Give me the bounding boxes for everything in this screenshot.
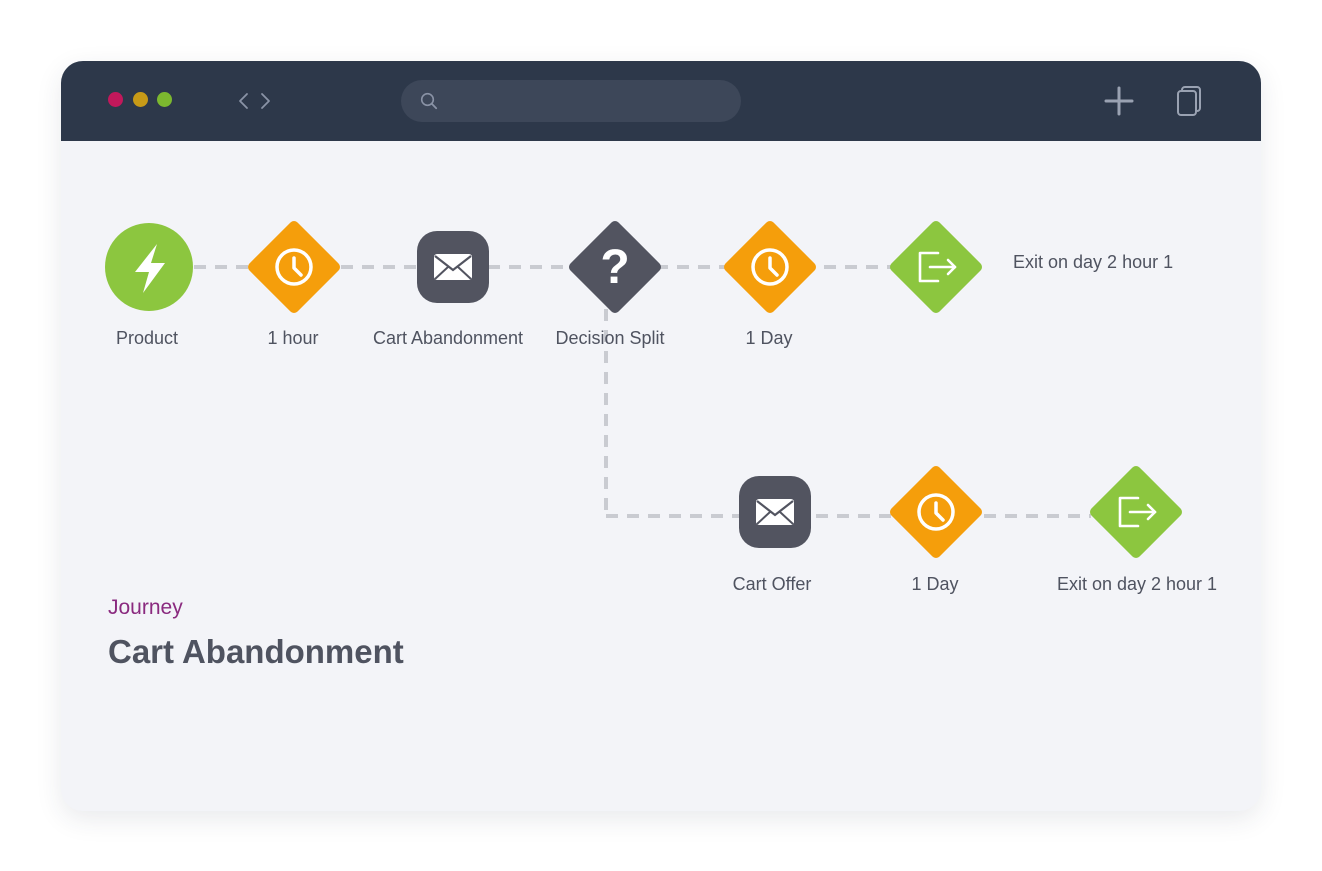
exit-icon (1118, 496, 1157, 528)
node-label-wait-1-day: 1 Day (745, 328, 793, 348)
window-close-button[interactable] (108, 92, 123, 107)
journey-kicker: Journey (108, 596, 183, 619)
search-bar[interactable] (401, 80, 741, 122)
trigger-node[interactable] (105, 223, 193, 311)
wait-node[interactable] (722, 219, 818, 315)
email-node[interactable] (417, 231, 489, 303)
clock-icon (917, 493, 955, 531)
envelope-icon (756, 499, 794, 525)
node-label-wait-1-hour: 1 hour (267, 328, 319, 348)
search-input[interactable] (447, 88, 721, 116)
question-icon: ? (600, 241, 629, 294)
copy-icon[interactable] (1171, 83, 1207, 119)
window-maximize-button[interactable] (157, 92, 172, 107)
search-icon (419, 91, 439, 111)
lightning-icon (135, 244, 165, 293)
chevron-right-icon[interactable] (256, 91, 274, 111)
journey-flow-diagram: ? (105, 219, 1184, 560)
decision-node[interactable]: ? (567, 219, 663, 315)
chevron-left-icon[interactable] (235, 91, 253, 111)
envelope-icon (434, 254, 472, 280)
node-label-cart-abandonment: Cart Abandonment (372, 328, 524, 348)
node-label-cart-offer: Cart Offer (732, 574, 812, 594)
wait-node[interactable] (246, 219, 342, 315)
node-label-branch-exit: Exit on day 2 hour 1 (1056, 574, 1218, 594)
browser-window: ? (61, 61, 1261, 811)
exit-node[interactable] (1088, 464, 1184, 560)
node-label-decision-split: Decision Split (555, 328, 665, 348)
title-bar (61, 61, 1261, 141)
node-label-branch-wait-1-day: 1 Day (911, 574, 959, 594)
clock-icon (275, 248, 313, 286)
window-minimize-button[interactable] (133, 92, 148, 107)
exit-icon (918, 251, 957, 283)
email-node[interactable] (739, 476, 811, 548)
journey-canvas: ? (61, 141, 1261, 811)
wait-node[interactable] (888, 464, 984, 560)
node-label-exit: Exit on day 2 hour 1 (1013, 252, 1174, 272)
journey-title: Cart Abandonment (108, 633, 404, 670)
exit-node[interactable] (888, 219, 984, 315)
node-label-product: Product (115, 328, 179, 348)
plus-icon[interactable] (1101, 83, 1137, 119)
clock-icon (751, 248, 789, 286)
